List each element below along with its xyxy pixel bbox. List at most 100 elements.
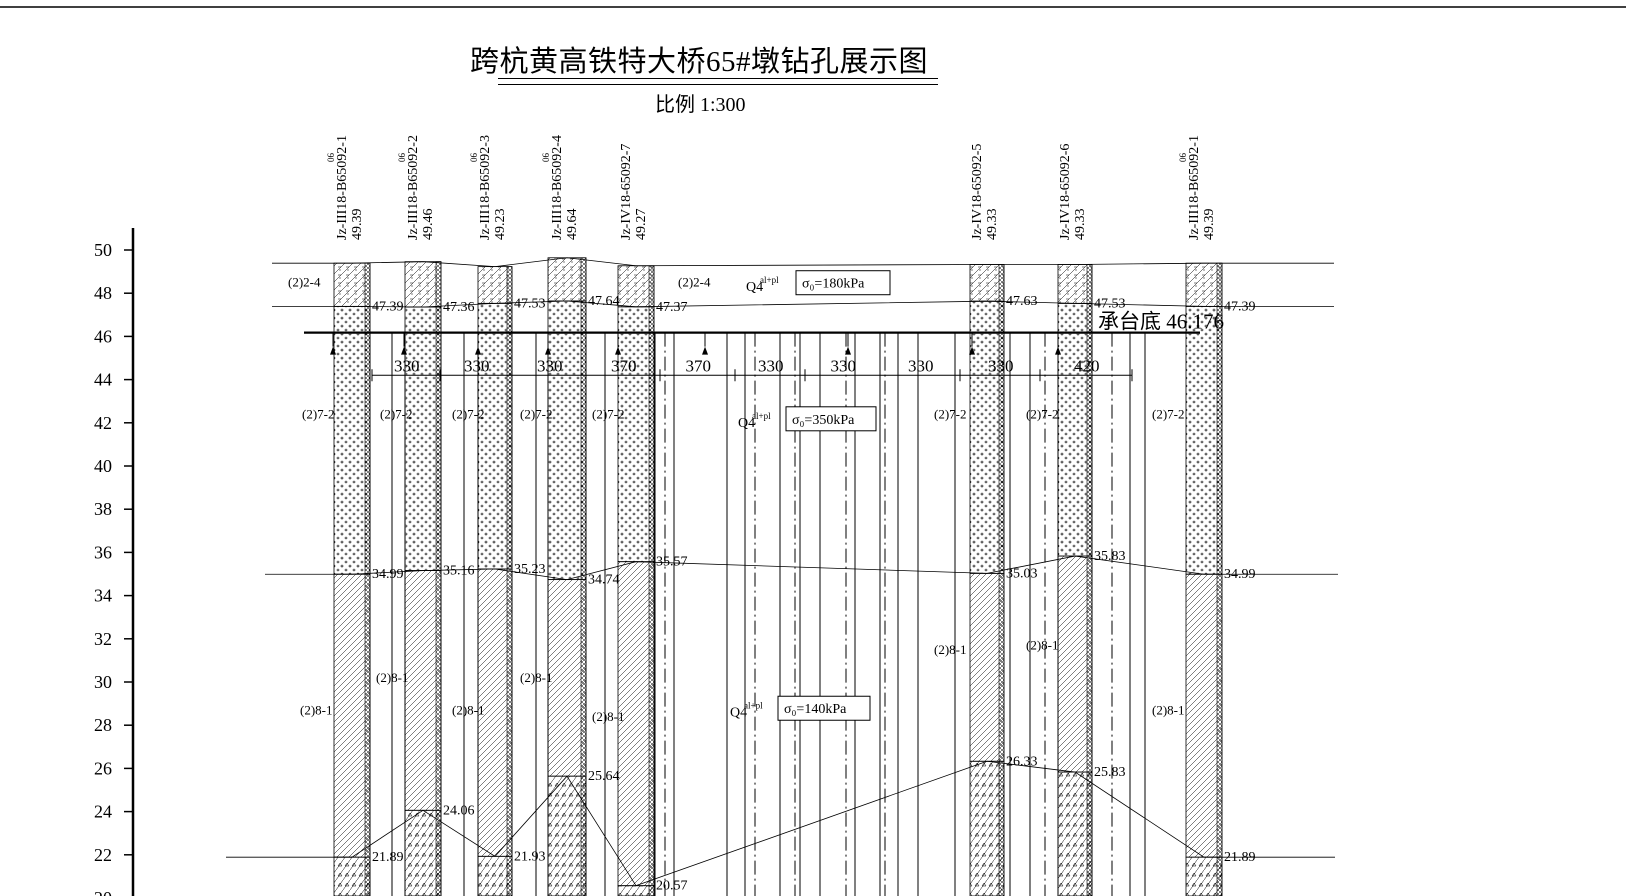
borehole-elevation: 49.23 bbox=[493, 209, 508, 241]
borehole-fill-gravel bbox=[333, 305, 371, 575]
boundary-elev-label: 35.03 bbox=[1006, 566, 1038, 581]
borehole-casing bbox=[648, 265, 655, 896]
stratum-label-top: Q4 bbox=[746, 280, 763, 295]
boundary-elev-label: 47.63 bbox=[1006, 294, 1038, 309]
borehole-fill-top bbox=[547, 257, 587, 302]
boundary-elev-label: 47.53 bbox=[1094, 296, 1126, 311]
layer-code-label: (2)8-1 bbox=[376, 670, 409, 685]
borehole-fill-clay bbox=[547, 579, 587, 777]
y-axis-tick-label: 46 bbox=[94, 326, 112, 346]
borehole-fill-sand bbox=[1057, 771, 1093, 896]
boundary-elev-label: 25.64 bbox=[588, 769, 620, 784]
borehole-casing bbox=[506, 266, 513, 896]
layer-code-label: (2)2-4 bbox=[678, 275, 711, 290]
borehole-id: Jz-III18-B65092-1 bbox=[335, 135, 350, 240]
title-underline bbox=[498, 78, 938, 79]
layer-code-label: (2)8-1 bbox=[1152, 702, 1185, 717]
spacing-label: 330 bbox=[758, 356, 784, 375]
boundary-elev-label: 47.53 bbox=[514, 296, 546, 311]
boundary-elev-label: 25.83 bbox=[1094, 765, 1126, 780]
borehole-elevation: 49.33 bbox=[1073, 209, 1088, 241]
borehole-id: Jz-IV18-65092-5 bbox=[970, 144, 985, 240]
stratum-label-top-superscript: al+pl bbox=[760, 275, 779, 285]
layer-code-label: (2)7-2 bbox=[520, 406, 553, 421]
layer-boundary-3 bbox=[226, 760, 1335, 887]
borehole-fill-clay bbox=[617, 561, 655, 887]
y-axis-tick-label: 48 bbox=[94, 283, 112, 303]
y-axis-tick-label: 22 bbox=[94, 845, 112, 865]
y-axis-tick-label: 42 bbox=[94, 413, 112, 433]
borehole-fill-clay bbox=[333, 573, 371, 858]
borehole-id: Jz-III18-B65092-4 bbox=[550, 135, 565, 240]
y-axis-tick-label: 28 bbox=[94, 715, 112, 735]
borehole-fill-top bbox=[404, 261, 442, 308]
layer-code-label: (2)7-2 bbox=[1152, 406, 1185, 421]
borehole-fill-sand bbox=[617, 885, 655, 896]
borehole-id-superscript: 06 bbox=[326, 153, 336, 163]
borehole-elevation: 49.64 bbox=[565, 209, 580, 241]
y-axis-tick-label: 36 bbox=[94, 542, 112, 562]
y-axis-tick-label: 40 bbox=[94, 456, 112, 476]
y-axis-tick-label: 38 bbox=[94, 499, 112, 519]
layer-code-label: (2)7-2 bbox=[592, 406, 625, 421]
borehole-id-superscript: 06 bbox=[397, 153, 407, 163]
bearing-label-mid-box bbox=[785, 406, 877, 432]
boundary-elev-label: 47.36 bbox=[443, 300, 475, 315]
bearing-label-low-box bbox=[777, 695, 871, 721]
y-axis-tick-label: 20 bbox=[94, 888, 112, 896]
layer-code-label: (2)2-4 bbox=[288, 275, 321, 290]
borehole-fill-gravel bbox=[1057, 302, 1093, 557]
boundary-elev-label: 34.99 bbox=[372, 567, 404, 582]
boundary-elev-label: 47.39 bbox=[1224, 299, 1256, 314]
borehole-fill-top bbox=[617, 265, 655, 308]
bearing-label-top-box bbox=[795, 270, 891, 296]
boundary-elev-label: 21.89 bbox=[1224, 850, 1256, 865]
pile-arrow bbox=[845, 346, 851, 355]
borehole-casing bbox=[580, 257, 587, 896]
borehole-casing bbox=[435, 261, 442, 896]
borehole-id-superscript: 06 bbox=[469, 153, 479, 163]
borehole-casing bbox=[364, 262, 371, 896]
borehole-id: Jz-IV18-65092-7 bbox=[619, 144, 634, 240]
stratum-label-mid: Q4 bbox=[738, 416, 755, 431]
borehole-elevation: 49.27 bbox=[634, 209, 649, 241]
borehole-fill-sand bbox=[333, 856, 371, 896]
boundary-elev-label: 26.33 bbox=[1006, 754, 1038, 769]
borehole-fill-clay bbox=[1185, 573, 1223, 858]
layer-code-label: (2)7-2 bbox=[302, 406, 335, 421]
y-axis-tick-label: 26 bbox=[94, 758, 112, 778]
y-axis-tick-label: 44 bbox=[94, 370, 112, 390]
borehole-elevation: 49.39 bbox=[350, 209, 365, 241]
borehole-id-superscript: 06 bbox=[541, 153, 551, 163]
stratum-label-low: Q4 bbox=[730, 706, 747, 721]
layer-code-label: (2)8-1 bbox=[1026, 638, 1059, 653]
layer-code-label: (2)8-1 bbox=[934, 642, 967, 657]
y-axis-tick-label: 50 bbox=[94, 240, 112, 260]
borehole-elevation: 49.33 bbox=[985, 209, 1000, 241]
drawing-title: 跨杭黄高铁特大桥65#墩钻孔展示图 bbox=[470, 46, 929, 78]
borehole-fill-clay bbox=[404, 570, 442, 811]
boundary-elev-label: 34.74 bbox=[588, 573, 620, 588]
layer-code-label: (2)8-1 bbox=[520, 670, 553, 685]
boundary-elev-label: 47.37 bbox=[656, 300, 688, 315]
boundary-elev-label: 35.23 bbox=[514, 562, 546, 577]
borehole-fill-sand bbox=[404, 809, 442, 896]
boundary-elev-label: 35.83 bbox=[1094, 549, 1126, 564]
borehole-fill-gravel bbox=[547, 300, 587, 581]
ground-surface-line bbox=[272, 257, 1334, 268]
y-axis-tick-label: 24 bbox=[94, 802, 112, 822]
layer-code-label: (2)8-1 bbox=[452, 702, 485, 717]
borehole-elevation: 49.39 bbox=[1202, 209, 1217, 241]
borehole-fill-sand bbox=[969, 760, 1005, 896]
boundary-elev-label: 21.89 bbox=[372, 850, 404, 865]
borehole-fill-gravel bbox=[1185, 305, 1223, 575]
borehole-fill-top bbox=[1185, 262, 1223, 307]
borehole-id: Jz-III18-B65092-1 bbox=[1187, 135, 1202, 240]
bearing-label-top: σ₀=180kPa bbox=[802, 277, 865, 292]
borehole-id: Jz-IV18-65092-6 bbox=[1058, 144, 1073, 240]
